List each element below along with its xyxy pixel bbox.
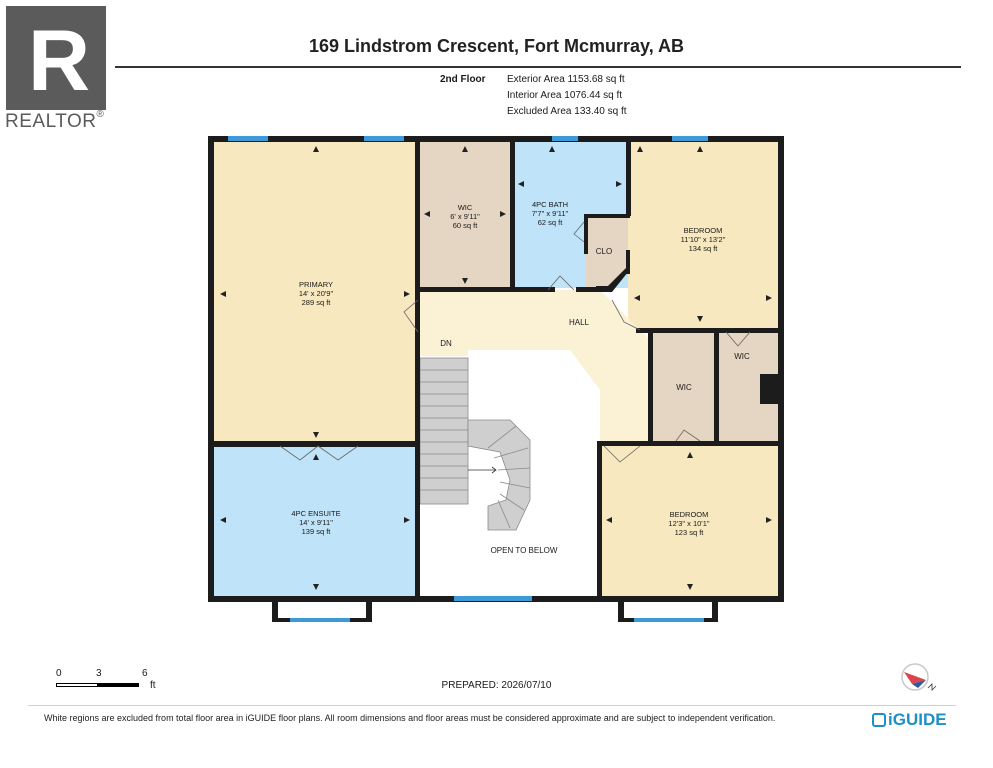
staircase <box>419 357 531 531</box>
realtor-wordmark: REALTOR® <box>5 109 105 133</box>
hall-area <box>418 290 650 444</box>
room-bedroom1-name: BEDROOM <box>683 226 723 235</box>
room-bedroom2-dims: 12'3" x 10'1" <box>668 519 710 528</box>
clo-room <box>586 218 628 290</box>
footer-divider <box>28 705 956 706</box>
scale-segment-2 <box>97 683 139 687</box>
room-bedroom1-dims: 11'10" x 13'2" <box>680 235 726 244</box>
primary-room <box>214 140 418 444</box>
room-ensuite-name: 4PC ENSUITE <box>291 509 341 518</box>
bedroom1-room <box>628 140 778 330</box>
realtor-logo: R <box>6 6 106 110</box>
scale-label-6: 6 <box>142 668 148 679</box>
realtor-logo-letter: R <box>28 13 91 109</box>
room-primary-name: PRIMARY <box>298 280 334 289</box>
title-divider <box>115 66 961 68</box>
room-bedroom2-name: BEDROOM <box>669 510 709 519</box>
room-ensuite-dims: 14' x 9'11" <box>299 518 333 527</box>
room-wic-right-label: WIC <box>734 352 750 361</box>
prepared-date: PREPARED: 2026/07/10 <box>441 680 552 691</box>
room-bedroom1-area: 134 sq ft <box>688 244 718 253</box>
floor-name: 2nd Floor <box>440 74 486 85</box>
wic-mid-room <box>650 332 716 444</box>
dimension-arrows <box>220 146 772 590</box>
scale-label-3: 3 <box>96 668 102 679</box>
interior-area: Interior Area 1076.44 sq ft <box>507 90 623 101</box>
iguide-logo: iGUIDE <box>872 710 947 730</box>
room-bedroom1-label: BEDROOM 11'10" x 13'2" 134 sq ft <box>681 226 726 253</box>
room-primary-label: PRIMARY 14' x 20'9" 289 sq ft <box>299 280 333 307</box>
bedroom2-room <box>600 446 778 596</box>
room-hall-label: HALL <box>568 318 590 327</box>
exterior-area: Exterior Area 1153.68 sq ft <box>507 74 625 85</box>
room-wic-top-dims: 6' x 9'11" <box>450 212 480 221</box>
room-ensuite-label: 4PC ENSUITE 14' x 9'11" 139 sq ft <box>291 509 340 536</box>
iguide-name: iGUIDE <box>888 710 947 729</box>
page-title: 169 Lindstrom Crescent, Fort Mcmurray, A… <box>308 36 685 56</box>
registered-mark: ® <box>96 109 105 120</box>
stairs-dn-label: DN <box>440 339 452 348</box>
realtor-name: REALTOR <box>5 111 97 132</box>
room-bath-dims: 7'7" x 9'11" <box>531 209 569 218</box>
room-wic-top-label: WIC 6' x 9'11" 60 sq ft <box>450 203 480 230</box>
room-bedroom2-label: BEDROOM 12'3" x 10'1" 123 sq ft <box>668 510 709 537</box>
excluded-area: Excluded Area 133.40 sq ft <box>507 106 627 117</box>
iguide-icon <box>872 713 886 727</box>
room-wic-top-name: WIC <box>457 203 473 212</box>
room-bath-area: 62 sq ft <box>537 218 563 227</box>
windows <box>228 136 708 622</box>
room-bath-label: 4PC BATH 7'7" x 9'11" 62 sq ft <box>532 200 568 227</box>
ensuite-room <box>214 446 418 596</box>
scale-unit: ft <box>150 680 156 691</box>
room-bedroom2-area: 123 sq ft <box>674 528 704 537</box>
room-wic-mid-label: WIC <box>676 383 692 392</box>
wic-top-room <box>418 142 512 290</box>
room-wic-top-area: 60 sq ft <box>452 221 478 230</box>
room-primary-area: 289 sq ft <box>301 298 331 307</box>
open-to-below-label: OPEN TO BELOW <box>490 546 558 555</box>
room-clo-label: CLO <box>595 247 613 256</box>
room-primary-dims: 14' x 20'9" <box>298 289 334 298</box>
disclaimer-text: White regions are excluded from total fl… <box>44 713 776 723</box>
scale-label-0: 0 <box>56 668 62 679</box>
compass-icon <box>901 663 937 691</box>
scale-bar: 0 3 6 ft <box>56 668 156 698</box>
room-ensuite-area: 139 sq ft <box>301 527 331 536</box>
door-swings <box>279 221 751 463</box>
room-bath-name: 4PC BATH <box>531 200 569 209</box>
stair-direction-arrow <box>468 466 497 474</box>
area-values: Exterior Area 1153.68 sq ft Interior Are… <box>507 72 627 120</box>
